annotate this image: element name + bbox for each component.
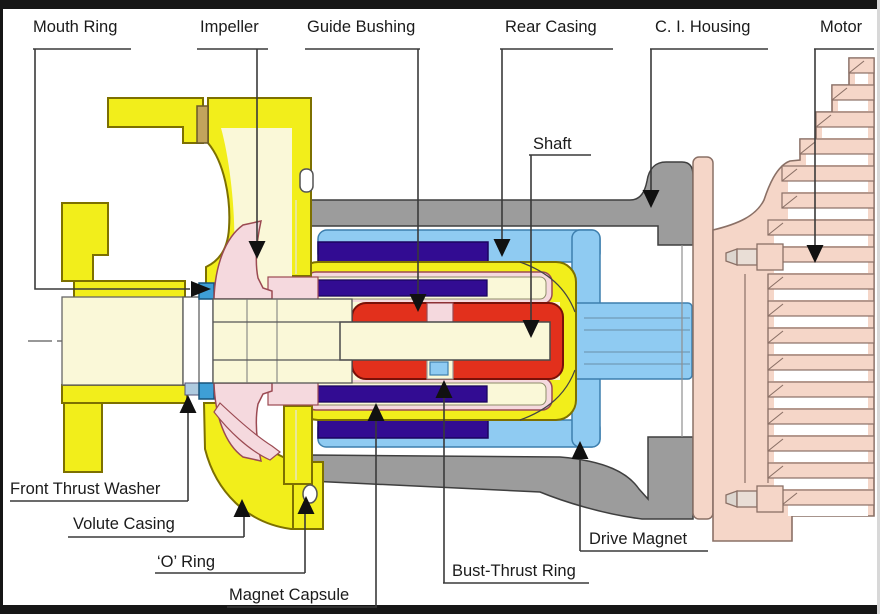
motor-bolt-top (725, 243, 784, 271)
callout-labels: Mouth Ring Impeller Guide Bushing Rear Casi… (10, 18, 874, 608)
label-motor: Motor (820, 18, 863, 36)
arrowhead-magnet-capsule (367, 403, 385, 421)
motor-fin (767, 381, 875, 398)
motor-fin (781, 489, 875, 506)
driven-magnet-bottom (315, 385, 488, 403)
label-front-thrust-washer: Front Thrust Washer (10, 480, 161, 498)
leader-line-mouth-ring (34, 49, 190, 290)
suction-flange-bar (107, 97, 204, 144)
motor-fin (767, 327, 875, 344)
mouth-ring-shape-bottom (198, 382, 215, 400)
motor-shape (692, 57, 875, 542)
volute-channel (214, 128, 292, 299)
motor-fin (848, 57, 875, 74)
motor-fin (767, 435, 875, 452)
casing-rear-wall-bottom (283, 405, 313, 485)
rear-casing-hub (571, 302, 693, 380)
casing-bolt-hole (299, 168, 314, 193)
arrowhead-bust-thrust-ring (435, 380, 453, 398)
arrowhead-guide-bushing (409, 294, 427, 312)
label-ci-housing: C. I. Housing (655, 18, 750, 36)
impeller-hub (212, 298, 353, 384)
motor-fin (767, 354, 875, 371)
inlet-flange-bottom (63, 402, 103, 473)
frame-right (877, 0, 880, 614)
motor-cooling-fins (767, 57, 875, 516)
wear-ring-gap (182, 296, 214, 386)
arrowhead-impeller (248, 241, 266, 259)
label-mouth-ring: Mouth Ring (33, 18, 117, 36)
guide-bushing-shape (426, 302, 454, 324)
driven-magnet-top (315, 279, 488, 297)
inlet-flange-top (61, 202, 109, 282)
bust-thrust-ring-shape (429, 361, 449, 376)
motor-fin (781, 192, 875, 209)
arrowhead-motor (806, 245, 824, 263)
motor-flange-lines (744, 274, 769, 483)
arrowhead-o-ring (297, 496, 315, 514)
motor-fin (799, 138, 875, 155)
label-magnet-capsule: Magnet Capsule (229, 586, 349, 604)
arrowhead-drive-magnet (571, 441, 589, 459)
label-rear-casing: Rear Casing (505, 18, 597, 36)
motor-fin (831, 84, 875, 101)
label-impeller: Impeller (200, 18, 259, 36)
motor-fin (767, 300, 875, 317)
label-drive-magnet: Drive Magnet (589, 530, 688, 548)
frame-bottom (0, 605, 880, 614)
label-guide-bushing: Guide Bushing (307, 18, 415, 36)
flange-gasket (196, 105, 209, 144)
arrowhead-rear-casing (493, 239, 511, 257)
motor-fin (781, 165, 875, 182)
motor-fin (767, 462, 875, 479)
shaft-shape (339, 321, 551, 361)
motor-bolt-bottom (725, 485, 784, 513)
label-bust-thrust-ring: Bust-Thrust Ring (452, 562, 576, 580)
drive-magnet-shape (317, 241, 489, 439)
label-o-ring: ‘O’ Ring (157, 553, 215, 571)
label-volute-casing: Volute Casing (73, 515, 175, 533)
inlet-bore (61, 296, 184, 386)
frame-top (0, 0, 880, 9)
shaft-lines (213, 321, 352, 361)
arrowhead-front-thrust-washer (179, 395, 197, 413)
motor-fin (767, 219, 875, 236)
front-thrust-washer-shape (184, 382, 200, 396)
arrowhead-shaft (522, 320, 540, 338)
arrowhead-volute-casing (233, 499, 251, 517)
rear-casing-hub-lines (584, 317, 690, 365)
volute-outlet-channel (213, 402, 281, 461)
frame-left (0, 0, 3, 614)
motor-face-plate (692, 156, 714, 520)
motor-fin (767, 408, 875, 425)
arrowhead-ci-housing (642, 190, 660, 208)
label-shaft: Shaft (533, 135, 572, 153)
motor-fin (767, 273, 875, 290)
arrowhead-mouth-ring (191, 281, 211, 297)
